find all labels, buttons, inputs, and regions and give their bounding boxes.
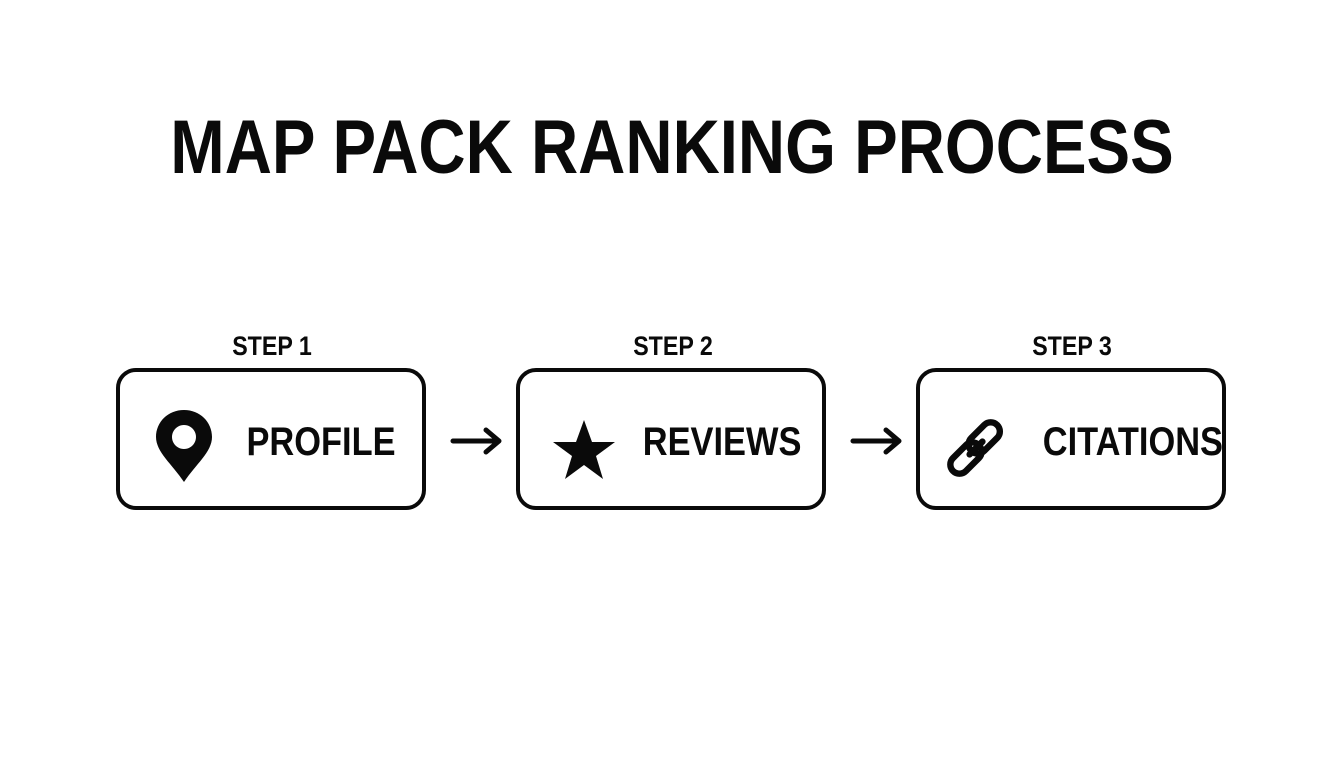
step-3-label: STEP 3: [1032, 331, 1112, 361]
arrow-right-icon: [450, 427, 502, 455]
step-1-box: PROFILE: [116, 368, 426, 510]
step-1-title: PROFILE: [246, 420, 396, 464]
step-2-box: REVIEWS: [516, 368, 826, 510]
chain-link-icon: [947, 419, 1004, 477]
step-2-label: STEP 2: [633, 331, 713, 361]
step-3-box: CITATIONS: [916, 368, 1226, 510]
diagram-title: MAP PACK RANKING PROCESS: [170, 105, 1174, 190]
step-2-title: REVIEWS: [642, 420, 802, 464]
step-3-title: CITATIONS: [1042, 420, 1224, 464]
star-icon: [553, 420, 615, 479]
step-1-label: STEP 1: [232, 331, 312, 361]
arrow-right-icon: [850, 427, 902, 455]
map-pin-icon: [156, 410, 212, 482]
